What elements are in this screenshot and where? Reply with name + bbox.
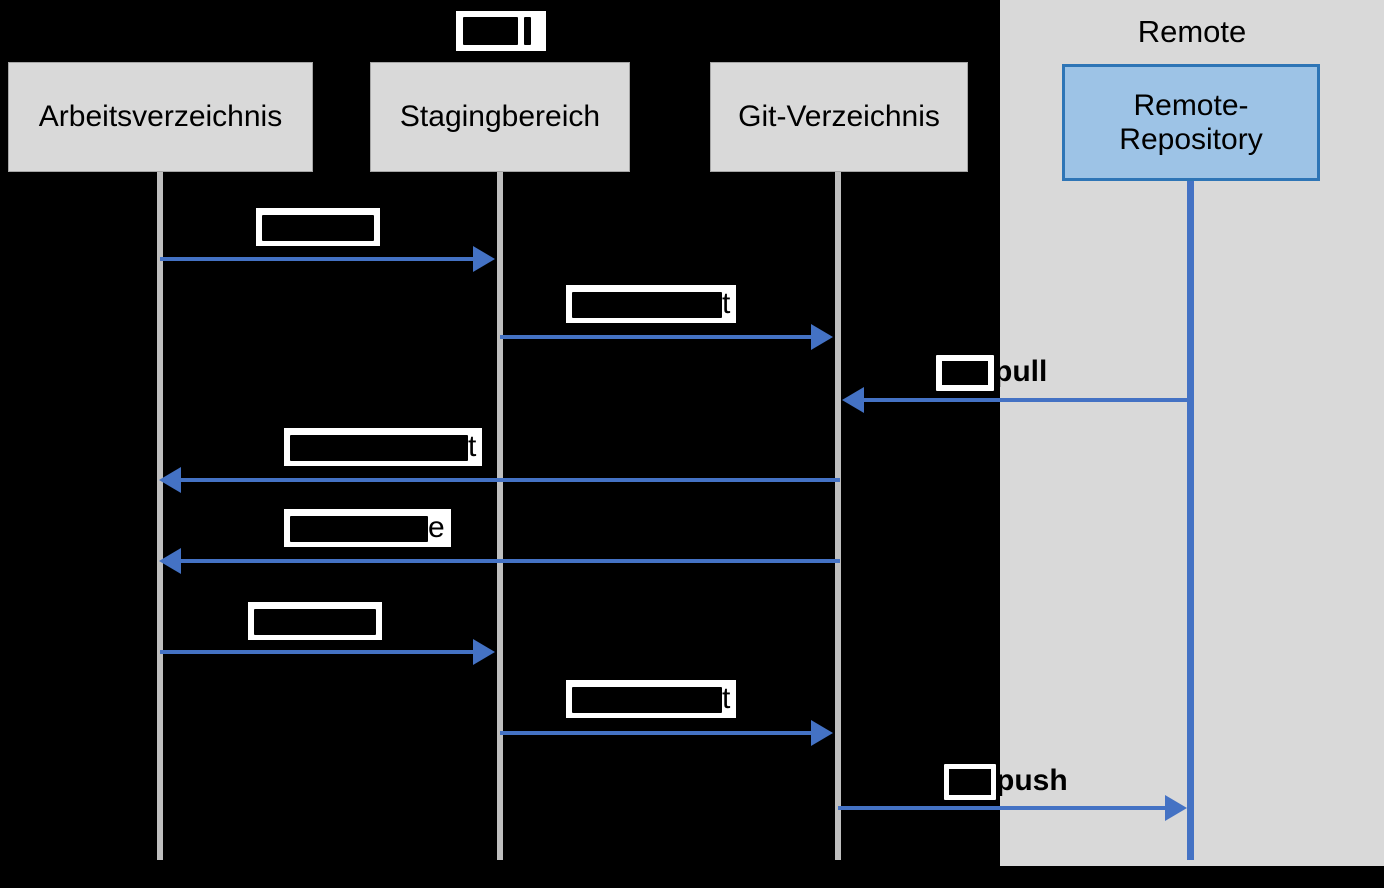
message-label-m5-text: e [428,511,445,544]
message-label-m5: e [284,509,451,547]
redacted-text-m4 [290,435,468,462]
message-arrow-m3 [864,398,1190,402]
participant-working-directory[interactable]: Arbeitsverzeichnis [8,62,313,172]
lifeline-remote-repository [1187,181,1194,860]
participant-remote-repository-label: Remote-Repository [1119,88,1263,156]
redacted-text-m7 [572,687,722,714]
message-arrowhead-m6 [473,639,495,665]
redacted-text-m1 [262,215,374,242]
message-arrow-m1 [160,257,478,261]
redacted-text-m3 [936,355,994,391]
redacted-text-m5 [290,516,428,543]
lifeline-git-directory [835,172,841,860]
participant-staging-area-label: Stagingbereich [399,100,601,133]
redacted-title-block [463,17,518,45]
lifeline-working-directory [157,172,163,860]
message-label-m7: t [566,680,737,718]
participant-working-directory-label: Arbeitsverzeichnis [38,100,283,133]
message-label-m3-text: pull [994,354,1048,388]
diagram-title-chip [456,11,546,51]
message-arrow-m4 [180,478,840,482]
message-label-m2: t [566,285,737,323]
message-arrowhead-m3 [842,387,864,413]
message-label-m8-text: push [996,763,1068,797]
message-arrowhead-m7 [811,720,833,746]
message-label-m8: push [944,764,1068,800]
remote-region-label: Remote [1137,14,1247,49]
redacted-text-m8 [944,764,996,800]
message-arrow-m6 [160,650,478,654]
participant-git-directory-label: Git-Verzeichnis [738,100,940,133]
message-arrowhead-m5 [159,548,181,574]
participant-remote-repository[interactable]: Remote-Repository [1062,64,1320,181]
redacted-title-bar [524,17,531,45]
redacted-text-m2 [572,292,722,319]
message-label-m4: t [284,428,483,466]
message-label-m1 [256,208,380,246]
redacted-text-m6 [254,609,376,636]
message-arrow-m5 [180,559,840,563]
message-label-m6 [248,602,382,640]
participant-staging-area[interactable]: Stagingbereich [370,62,630,172]
message-arrowhead-m1 [473,246,495,272]
message-label-m4-text: t [468,430,477,463]
participant-git-directory[interactable]: Git-Verzeichnis [710,62,968,172]
message-arrow-m8 [838,806,1168,810]
message-label-m3: pull [936,355,1047,391]
lifeline-staging-area [497,172,503,860]
message-arrow-m2 [500,335,816,339]
message-arrowhead-m2 [811,324,833,350]
message-arrowhead-m4 [159,467,181,493]
message-arrow-m7 [500,731,816,735]
message-label-m7-text: t [722,682,731,715]
message-label-m2-text: t [722,287,731,320]
message-arrowhead-m8 [1165,795,1187,821]
